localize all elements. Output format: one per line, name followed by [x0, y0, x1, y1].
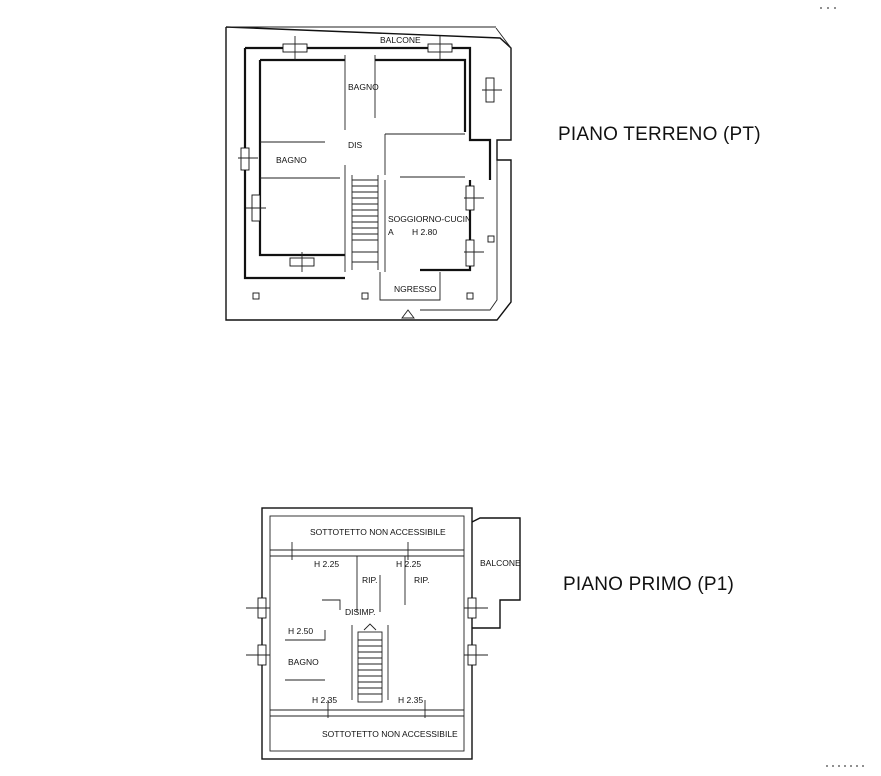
label-landing: DISIMP. — [345, 607, 376, 617]
label-h-top-right: H 2.25 — [396, 559, 421, 569]
house-wall-top — [245, 46, 492, 180]
label-entrance: NGRESSO — [394, 284, 437, 294]
post-1 — [252, 292, 260, 300]
window-left-mid — [240, 147, 250, 171]
label-h-bottom-right: H 2.35 — [398, 695, 423, 705]
partition-bath-top — [285, 630, 326, 641]
label-bath-top: BAGNO — [348, 82, 379, 92]
label-hall: DIS — [348, 140, 363, 150]
label-living-height: H 2.80 — [412, 227, 437, 237]
entrance-porch — [379, 272, 441, 301]
terrace-right-edge — [420, 160, 498, 311]
inner-wall-left — [258, 60, 345, 257]
first-floor-inner-wall — [269, 515, 465, 752]
ground-floor-plan: BALCONE BAGNO DIS BAGNO SOGGIORNO-CUCIN … — [225, 26, 512, 321]
label-storage-right: RIP. — [414, 575, 429, 585]
ground-floor-title: PIANO TERRENO (PT) — [558, 124, 761, 145]
label-marker-a: A — [388, 227, 394, 237]
post-4 — [487, 235, 495, 243]
label-h-mid-left: H 2.50 — [288, 626, 313, 636]
label-bath-p1: BAGNO — [288, 657, 319, 667]
first-floor-outer-wall — [261, 507, 473, 760]
ground-floor-staircase — [351, 175, 379, 270]
ground-floor-boundary — [225, 26, 512, 321]
label-attic-bottom: SOTTOTETTO NON ACCESSIBILE — [322, 729, 458, 739]
label-storage-left: RIP. — [362, 575, 377, 585]
post-2 — [361, 292, 369, 300]
house-wall-right-lower — [420, 180, 472, 272]
label-attic-top: SOTTOTETTO NON ACCESSIBILE — [310, 527, 446, 537]
label-bath-left: BAGNO — [276, 155, 307, 165]
entrance-arrow — [401, 309, 415, 319]
first-floor-title: PIANO PRIMO (P1) — [563, 574, 734, 595]
terrace-corner — [495, 27, 512, 49]
label-h-top-left: H 2.25 — [314, 559, 339, 569]
first-floor-balcony — [471, 517, 521, 629]
window-right-low — [465, 239, 475, 267]
partition-left-room — [322, 599, 341, 610]
house-wall-left — [243, 48, 345, 280]
inner-wall-top-right — [375, 58, 467, 132]
first-floor-plan: SOTTOTETTO NON ACCESSIBILE H 2.25 H 2.25… — [246, 507, 521, 760]
post-3 — [466, 292, 474, 300]
label-living-kitchen: SOGGIORNO-CUCIN — [388, 214, 471, 224]
label-p1-balcony: BALCONE — [480, 558, 521, 568]
label-balcony: BALCONE — [380, 35, 421, 45]
first-floor-staircase — [357, 623, 383, 703]
label-h-bottom-left: H 2.35 — [312, 695, 337, 705]
